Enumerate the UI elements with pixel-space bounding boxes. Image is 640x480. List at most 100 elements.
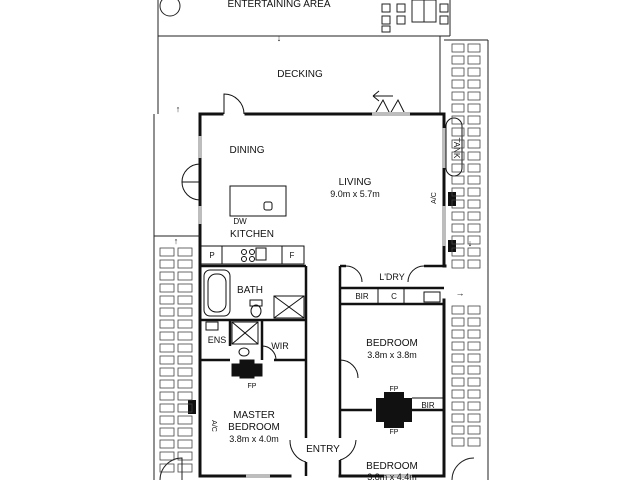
paver bbox=[451, 317, 465, 327]
paver bbox=[159, 319, 175, 329]
paver bbox=[177, 451, 193, 461]
paver bbox=[451, 91, 465, 101]
paver bbox=[159, 271, 175, 281]
paver bbox=[467, 115, 481, 125]
kitchen-bench bbox=[199, 245, 305, 265]
kitchen-island bbox=[229, 185, 287, 217]
paver bbox=[467, 365, 481, 375]
paver bbox=[177, 391, 193, 401]
sliding-door-icon bbox=[372, 90, 406, 116]
paver bbox=[451, 259, 465, 269]
paver bbox=[451, 353, 465, 363]
paver bbox=[177, 283, 193, 293]
paver bbox=[451, 437, 465, 447]
laundry-doors bbox=[345, 265, 441, 303]
paver bbox=[451, 389, 465, 399]
laundry-label: L'DRY bbox=[379, 272, 405, 282]
paver bbox=[159, 451, 175, 461]
living-dimensions: 9.0m x 5.7m bbox=[330, 189, 380, 199]
paver bbox=[451, 247, 465, 257]
side-pavers bbox=[159, 43, 481, 473]
paver bbox=[451, 163, 465, 173]
paver bbox=[451, 139, 465, 149]
paver bbox=[177, 331, 193, 341]
bedroom2-dimensions: 3.8m x 4.4m bbox=[367, 472, 417, 480]
paver bbox=[159, 391, 175, 401]
paver bbox=[467, 79, 481, 89]
paver bbox=[177, 307, 193, 317]
paver bbox=[159, 247, 175, 257]
paver bbox=[159, 331, 175, 341]
paver bbox=[451, 413, 465, 423]
paver bbox=[159, 403, 175, 413]
paver bbox=[159, 259, 175, 269]
paver bbox=[467, 425, 481, 435]
down-arrow-icon: ↓ bbox=[277, 33, 282, 43]
paver bbox=[467, 353, 481, 363]
paver bbox=[177, 439, 193, 449]
paver bbox=[451, 365, 465, 375]
paver bbox=[159, 379, 175, 389]
fp-shared-label-bottom: FP bbox=[390, 429, 399, 436]
paver bbox=[451, 401, 465, 411]
paver bbox=[467, 139, 481, 149]
master-dimensions: 3.8m x 4.0m bbox=[229, 434, 279, 444]
paver bbox=[451, 55, 465, 65]
paver bbox=[159, 427, 175, 437]
up-arrow-icon: ↑ bbox=[176, 104, 181, 114]
paver bbox=[177, 355, 193, 365]
bedroom1-label: BEDROOM bbox=[366, 338, 418, 349]
paver bbox=[177, 463, 193, 473]
paver bbox=[467, 175, 481, 185]
paver bbox=[177, 427, 193, 437]
bathtub bbox=[203, 269, 231, 317]
paver bbox=[177, 259, 193, 269]
fireplace-master bbox=[231, 359, 263, 379]
paver bbox=[451, 79, 465, 89]
paver bbox=[467, 91, 481, 101]
down-arrow-right-icon: ↓ bbox=[468, 238, 473, 248]
paver bbox=[177, 415, 193, 425]
dining-label: DINING bbox=[230, 145, 265, 156]
toilet-icon bbox=[249, 299, 263, 318]
paver bbox=[467, 55, 481, 65]
paver bbox=[451, 329, 465, 339]
paver bbox=[467, 305, 481, 315]
windows bbox=[198, 112, 446, 478]
paver bbox=[159, 415, 175, 425]
bir-label-2: BIR bbox=[421, 401, 435, 410]
decking-outline bbox=[157, 36, 441, 114]
paver bbox=[451, 115, 465, 125]
paver bbox=[467, 341, 481, 351]
fridge-label: F bbox=[290, 251, 295, 260]
kitchen-label: KITCHEN bbox=[230, 229, 274, 240]
fp-master-label: FP bbox=[248, 383, 257, 390]
paver bbox=[177, 403, 193, 413]
paver bbox=[451, 127, 465, 137]
door-swing-dining bbox=[181, 163, 201, 201]
paver bbox=[159, 439, 175, 449]
paver bbox=[177, 271, 193, 281]
paver bbox=[467, 163, 481, 173]
paver bbox=[451, 377, 465, 387]
paver bbox=[177, 379, 193, 389]
paver bbox=[177, 319, 193, 329]
ac-unit-living bbox=[448, 192, 456, 206]
paver bbox=[451, 211, 465, 221]
paver bbox=[467, 223, 481, 233]
paver bbox=[467, 199, 481, 209]
bedroom1-door bbox=[339, 359, 359, 379]
door-swing-decking bbox=[223, 93, 245, 115]
paver bbox=[451, 187, 465, 197]
pantry-label: P bbox=[209, 251, 214, 260]
side-paths bbox=[153, 39, 489, 480]
paver bbox=[177, 367, 193, 377]
bedroom2-label: BEDROOM bbox=[366, 461, 418, 472]
wir-door bbox=[261, 345, 277, 361]
right-arrow-icon: → bbox=[456, 288, 465, 298]
bir-label-1: BIR bbox=[355, 292, 369, 301]
paver bbox=[451, 175, 465, 185]
entry-label: ENTRY bbox=[306, 444, 340, 455]
paver bbox=[159, 307, 175, 317]
paver bbox=[451, 43, 465, 53]
